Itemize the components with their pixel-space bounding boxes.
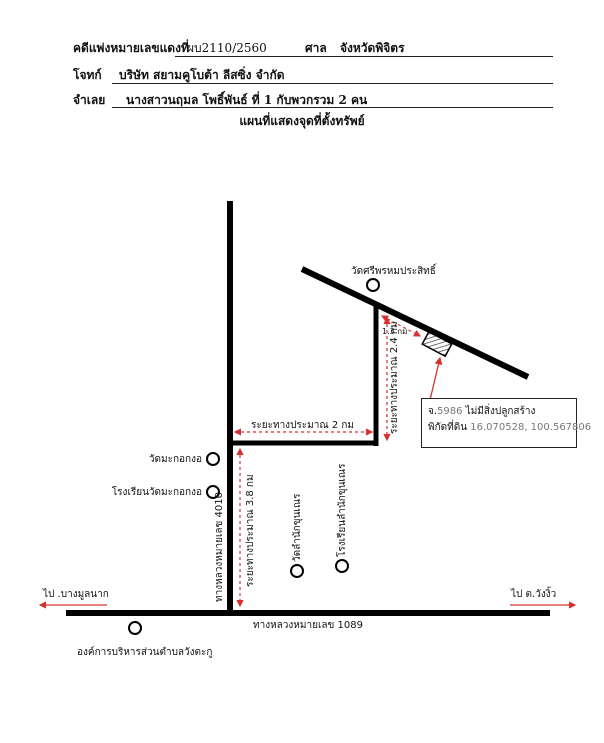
case-number-label: คดีแพ่งหมายเลขแดงที่	[73, 41, 189, 55]
distance-horizontal-label: ระยะทางประมาณ 2 กม	[251, 420, 354, 431]
temple-top-label: วัดศรีพรหมประสิทธิ์	[351, 263, 437, 277]
distance-line-short	[380, 315, 422, 337]
highway-1089-label: ทางหลวงหมายเลข 1089	[253, 620, 363, 631]
deed-suffix: ไม่มีสิ่งปลูกสร้าง	[462, 406, 536, 417]
property-parcel	[421, 330, 453, 358]
map-title: แผนที่แสดงจุดที่ตั้งทรัพย์	[239, 114, 365, 128]
plaintiff-name: บริษัท สยามคูโบต้า ลีสซิ่ง จำกัด	[119, 68, 285, 82]
plaintiff-label: โจทก์	[73, 68, 102, 82]
temple-makok-label: วัดมะกอกงอ	[149, 454, 202, 465]
road-diagonal	[300, 266, 530, 380]
school-makok-marker	[206, 485, 220, 499]
coord-label: พิกัดที่ดิน	[428, 422, 468, 433]
temple-top-marker	[366, 278, 380, 292]
direction-west-label: ไป .บางมูลนาก	[42, 588, 109, 600]
distance-vertical-2-4-label: ระยะทางประมาณ 2.4 กม	[389, 321, 400, 434]
property-info-box: จ.5986 ไม่มีสิ่งปลูกสร้าง พิกัดที่ดิน 16…	[421, 398, 591, 448]
distance-short-label: 1.3 กม	[382, 327, 407, 336]
court-label: ศาล	[305, 41, 327, 55]
deed-number: 5986	[437, 406, 463, 417]
property-pointer-arrow	[429, 356, 443, 401]
highway-4010-label: ทางหลวงหมายเลข 4010	[214, 492, 225, 602]
tao-office-marker	[128, 621, 142, 635]
header-rule-2	[112, 83, 553, 84]
header-rule-3	[112, 107, 553, 108]
school-lamnak-label: โรงเรียนลำนักขุนเณร	[335, 463, 348, 557]
temple-lamnak-label: วัดลำนักขุนเณร	[292, 493, 303, 562]
defendant-label: จำเลย	[73, 93, 106, 107]
defendant-name: นางสาวนฤมล โพธิ์พันธ์ ที่ 1 กับพวกรวม 2 …	[126, 93, 368, 107]
school-makok-label: โรงเรียนวัดมะกอกงอ	[112, 485, 202, 498]
school-lamnak-marker	[335, 559, 349, 573]
temple-lamnak-marker	[290, 564, 304, 578]
coord-value: 16.070528, 100.567806	[470, 422, 592, 433]
deed-prefix: จ.	[428, 406, 438, 417]
property-deed-line: จ.5986 ไม่มีสิ่งปลูกสร้าง	[428, 404, 570, 420]
direction-east-label: ไป ต.วังงิ้ว	[510, 586, 556, 600]
distance-vertical-3-8-label: ระยะทางประมาณ 3.8 กม	[245, 474, 256, 587]
case-number-value: ผบ2110/2560	[187, 41, 267, 55]
temple-makok-marker	[206, 452, 220, 466]
header-rule-1	[175, 56, 553, 57]
tao-office-label: องค์การบริหารส่วนตำบลวังตะกู	[77, 646, 212, 658]
property-coordinates-line: พิกัดที่ดิน 16.070528, 100.567806	[428, 420, 591, 436]
court-name: จังหวัดพิจิตร	[340, 41, 405, 55]
